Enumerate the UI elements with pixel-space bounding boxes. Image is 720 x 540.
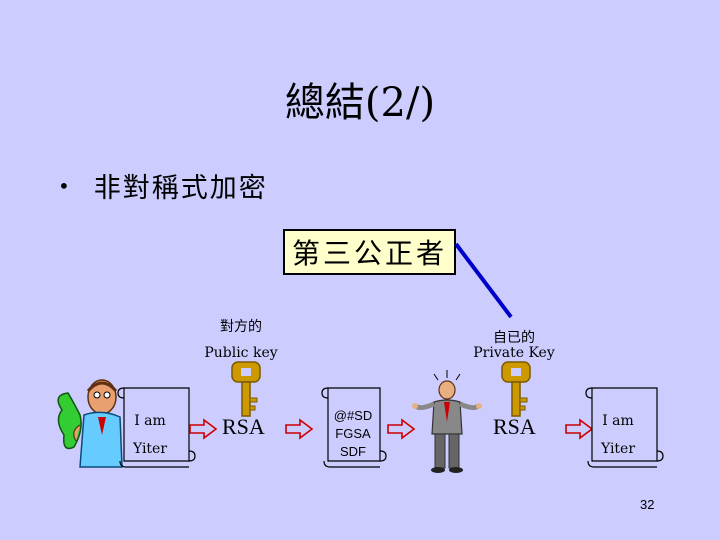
sender-person-icon <box>57 379 123 468</box>
private-key-label-en: Private Key <box>473 345 555 361</box>
arrow-3-icon <box>387 418 416 440</box>
arrow-2-icon <box>285 418 314 440</box>
private-key-icon <box>501 361 531 417</box>
ciphertext-line2: FGSA <box>335 426 371 441</box>
plaintext-left-line1: I am <box>134 413 166 429</box>
ciphertext: @#SD FGSA SDF <box>326 407 380 461</box>
ciphertext-line3: SDF <box>340 444 366 459</box>
ciphertext-scroll <box>321 387 387 468</box>
plaintext-scroll-left <box>117 387 196 468</box>
trusted-third-party-label: 第三公正者 <box>291 237 447 270</box>
rsa-encrypt-label: RSA <box>222 414 265 439</box>
receiver-person-icon <box>412 370 482 473</box>
arrow-1-icon <box>189 418 218 440</box>
plaintext-right: I am Yiter <box>592 407 644 463</box>
bullet-text: 非對稱式加密 <box>93 173 268 204</box>
public-key-label-en: Public key <box>204 345 278 361</box>
plaintext-left-line2: Yiter <box>132 441 168 457</box>
plaintext-right-line2: Yiter <box>600 441 636 457</box>
plaintext-right-line1: I am <box>602 413 634 429</box>
public-key-icon <box>231 361 261 417</box>
ciphertext-line1: @#SD <box>333 408 373 423</box>
bullet-item: • 非對稱式加密 <box>58 166 268 205</box>
bullet-dot: • <box>58 173 72 198</box>
page-title: 總結(2/) <box>284 80 436 126</box>
plaintext-left: I am Yiter <box>124 407 176 463</box>
rsa-decrypt-label: RSA <box>493 414 536 439</box>
arrow-4-icon <box>565 418 594 440</box>
page-number: 32 <box>640 497 655 512</box>
private-key-label-cn: 自已的 <box>493 330 535 346</box>
trusted-third-party-box: 第三公正者 <box>283 229 456 275</box>
public-key-label-cn: 對方的 <box>220 319 262 335</box>
plaintext-scroll-right <box>585 387 664 468</box>
